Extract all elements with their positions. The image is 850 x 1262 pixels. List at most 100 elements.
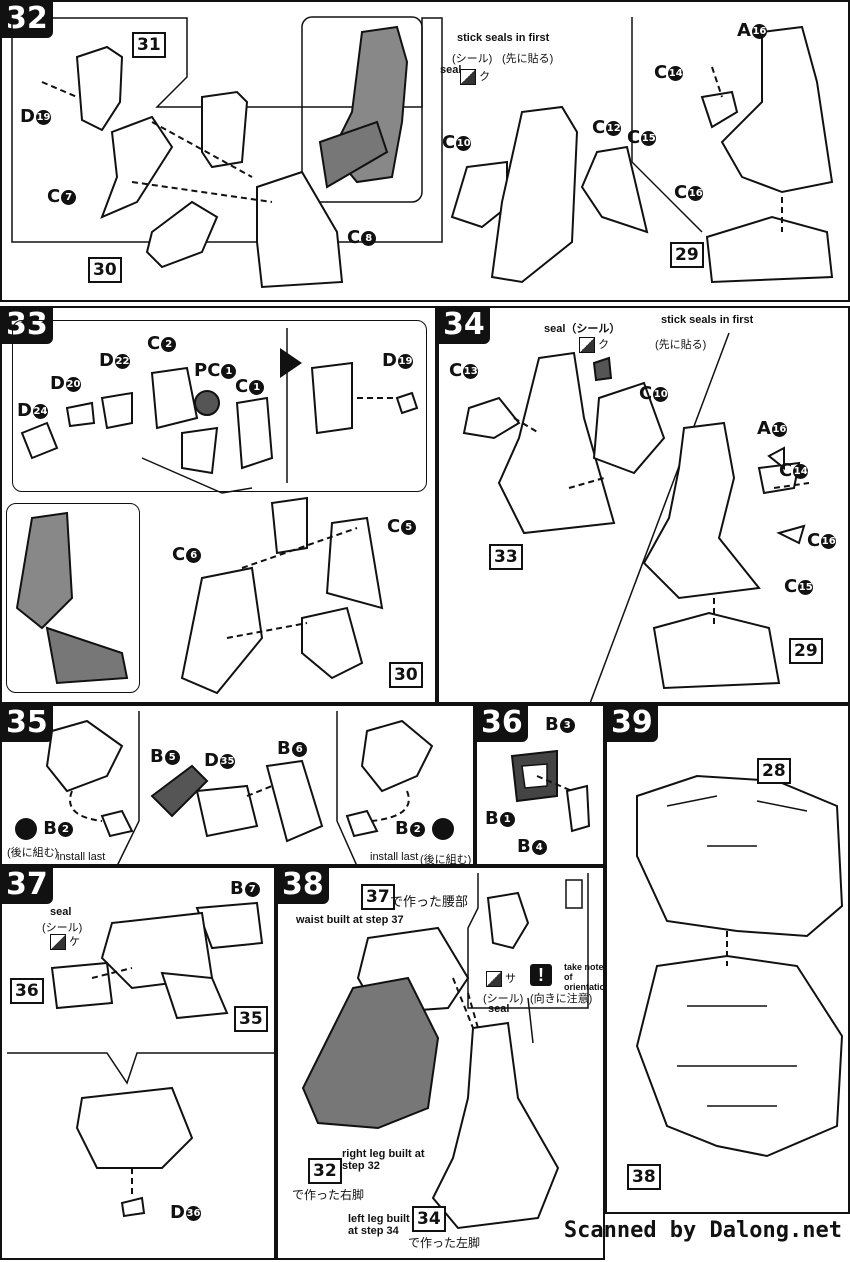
box-37: 37 [361,884,395,910]
seal-label: seal [50,906,72,918]
step-39-illustration [635,774,844,1158]
step-number: 32 [2,2,53,38]
jp-note-right: (後に組む) [420,854,472,866]
seal-label: seal [440,64,462,76]
seal-code: ク [579,336,609,354]
step-number: 38 [278,868,329,904]
seal-code: ケ [50,933,80,951]
seal-label: seal（シール） [544,323,621,335]
step-38-panel: 38 37 で作った腰部 waist built at step 37 サ (シ… [276,866,605,1260]
caution-icon: ! [530,964,552,986]
box-33: 33 [489,544,523,570]
left-leg-note: left leg built at step 34 [348,1213,410,1237]
jp-left-leg: で作った左脚 [408,1236,481,1250]
install-last-left: install last [57,851,106,863]
step-number: 37 [2,868,53,904]
waist-note: waist built at step 37 [296,914,404,926]
box-34: 34 [412,1206,446,1232]
seal-code: ク [460,68,490,86]
footer-credit: Scanned by Dalong.net [563,1218,842,1243]
seal-label: seal [488,1003,510,1015]
box-30: 30 [88,257,122,283]
seal-jp: (シール) [452,53,493,65]
step-36-illustration [510,749,591,833]
box-29: 29 [670,242,704,268]
box-28: 28 [757,758,791,784]
orient-jp: (向きに注意) [530,993,593,1005]
step-34-panel: 34 seal（シール） ク stick seals in first (先に貼… [437,306,850,704]
box-32: 32 [308,1158,342,1184]
seal-icon [579,337,595,354]
step-number: 36 [477,706,528,742]
jp-note-left: (後に組む) [7,847,59,859]
seal-jp: (シール) [42,922,83,934]
box-30: 30 [389,662,423,688]
step-38-illustration [301,873,589,1230]
step-33-illustration [15,328,419,695]
step-34-illustration [462,332,810,702]
box-31: 31 [132,32,166,58]
seal-jp2: (先に貼る) [502,53,554,65]
reference-box [6,503,140,693]
step-39-panel: 39 28 38 [605,704,850,1214]
step-number: 39 [607,706,658,742]
seal-code: サ [486,970,516,988]
seal-jp2: (先に貼る) [655,339,707,351]
seal-note: stick seals in first [457,32,550,44]
step-number: 34 [439,308,490,344]
seal-icon [50,934,66,951]
step-35-illustration [45,711,434,864]
step-number: 35 [2,706,53,742]
install-later-icon [15,818,37,840]
step-32-illustration [11,16,834,289]
box-29: 29 [789,638,823,664]
jp-right-leg: で作った右脚 [292,1188,365,1202]
seal-jp: (シール) [483,993,524,1005]
box-36: 36 [10,978,44,1004]
jp-waist-note: で作った腰部 [390,894,469,909]
box-35: 35 [234,1006,268,1032]
step-37-illustration [7,901,274,1218]
install-last-right: install last [370,851,419,863]
right-leg-note: right leg built at step 32 [342,1148,425,1172]
seal-icon [460,69,476,86]
orient-note: take note of orientation [564,962,605,992]
install-later-icon [432,818,455,840]
